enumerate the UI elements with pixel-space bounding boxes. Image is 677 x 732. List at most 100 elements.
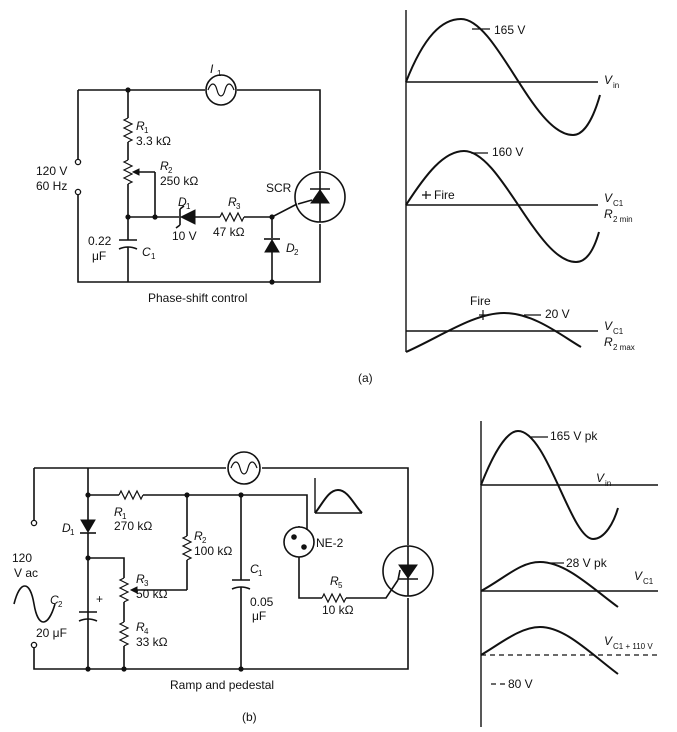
vin-subscript: in	[605, 479, 611, 488]
r2-max-name: R	[604, 335, 613, 349]
ramp-icon-axes	[314, 478, 362, 514]
vc1-min-peak-label: 160 V	[492, 145, 523, 159]
c1-value-top: 0.22	[88, 234, 112, 248]
c2-value: 20 μF	[36, 626, 67, 640]
r1-subscript: 1	[144, 126, 149, 135]
vc1-offset-level: 80 V	[508, 677, 533, 691]
vin-peak-label: 165 V pk	[550, 429, 598, 443]
r1-name: R	[136, 119, 145, 133]
source-terminal-top	[30, 519, 38, 527]
vc1-subscript: C1	[643, 577, 654, 586]
waveforms-b: 165 V pk V in 28 V pk V C1 V C1 + 110 V …	[480, 421, 658, 727]
r1-subscript: 1	[122, 512, 127, 521]
label-b: (b)	[242, 710, 257, 724]
ac-source-icon	[13, 585, 56, 623]
vc1-min-wave	[405, 149, 600, 264]
diode-d1	[80, 519, 96, 534]
scr-label: SCR	[266, 181, 292, 195]
d1-subscript: 1	[186, 202, 191, 211]
circuit-b: 120 V ac D 1 R 1 270 kΩ R 2 100 kΩ C 1 0…	[12, 451, 434, 692]
r5-value: 10 kΩ	[322, 603, 354, 617]
r2-min-subscript: 2 min	[613, 215, 633, 224]
r1-value: 270 kΩ	[114, 519, 152, 533]
potentiometer-r2	[122, 159, 134, 185]
r3-name: R	[136, 572, 145, 586]
neon-lamp-ne2	[283, 526, 315, 558]
r4-value: 33 kΩ	[136, 635, 168, 649]
r3-wiper-arrow	[129, 586, 138, 594]
c1-subscript: 1	[151, 252, 156, 261]
source-unit: V ac	[14, 566, 38, 580]
d2-subscript: 2	[294, 248, 299, 257]
vc1-name: V	[634, 569, 643, 583]
vc1-max-name: V	[604, 319, 613, 333]
vc1-offset-name: V	[604, 634, 613, 648]
vc1-peak-label: 28 V pk	[566, 556, 608, 570]
potentiometer-r3	[118, 577, 130, 603]
r5-name: R	[330, 574, 339, 588]
r3-value: 50 kΩ	[136, 587, 168, 601]
d1-name: D	[178, 195, 187, 209]
vc1-max-fire-label: Fire	[470, 294, 491, 308]
label-a: (a)	[358, 371, 373, 385]
vin-peak-label: 165 V	[494, 23, 525, 37]
vin-wave	[480, 429, 619, 541]
caption-b: Ramp and pedestal	[170, 678, 274, 692]
ne2-label: NE-2	[316, 536, 344, 550]
r2-max-subscript: 2 max	[613, 343, 635, 352]
source-terminal-top	[74, 158, 82, 166]
resistor-r5	[321, 592, 347, 604]
source-voltage: 120 V	[36, 164, 67, 178]
r3-name: R	[228, 195, 237, 209]
r3-subscript: 3	[144, 579, 149, 588]
junction	[125, 87, 131, 93]
vc1-offset-subscript: C1 + 110 V	[613, 642, 653, 651]
vc1-wave	[480, 560, 619, 608]
junction	[121, 666, 127, 672]
scr-symbol	[294, 171, 346, 223]
source-voltage: 120	[12, 551, 32, 565]
c2-plus: +	[96, 592, 103, 606]
d1-name: D	[62, 521, 71, 535]
c2-subscript: 2	[58, 600, 63, 609]
c1-subscript: 1	[258, 569, 263, 578]
lamp-i1	[205, 74, 237, 106]
scr-symbol	[382, 545, 434, 597]
r2-name: R	[160, 159, 169, 173]
r1-name: R	[114, 505, 123, 519]
c1-value-bottom: μF	[92, 249, 106, 263]
d1-value: 10 V	[172, 229, 197, 243]
r2-subscript: 2	[168, 166, 173, 175]
d1-subscript: 1	[70, 528, 75, 537]
vc1-min-subscript: C1	[613, 199, 624, 208]
r2-wiper-arrow	[131, 168, 140, 176]
caption-a: Phase-shift control	[148, 291, 247, 305]
r4-name: R	[136, 620, 145, 634]
c1-value-top: 0.05	[250, 595, 274, 609]
vc1-offset-wave	[480, 625, 619, 675]
r4-subscript: 4	[144, 627, 149, 636]
r3-value: 47 kΩ	[213, 225, 245, 239]
vin-wave	[405, 17, 601, 137]
resistor-r4	[118, 621, 130, 647]
ramp-icon-wave	[314, 488, 363, 514]
r2-name: R	[194, 529, 203, 543]
r3-subscript: 3	[236, 202, 241, 211]
r5-subscript: 5	[338, 581, 343, 590]
c2-name: C	[50, 593, 59, 607]
vc1-max-peak-label: 20 V	[545, 307, 570, 321]
diode-d2	[264, 238, 280, 253]
resistor-r1	[122, 117, 134, 143]
source-frequency: 60 Hz	[36, 179, 67, 193]
d2-name: D	[286, 241, 295, 255]
r2-min-name: R	[604, 207, 613, 221]
capacitor-c2	[78, 611, 98, 622]
lamp-name: I	[210, 62, 214, 76]
r2-value: 250 kΩ	[160, 174, 198, 188]
c1-name: C	[142, 245, 151, 259]
vc1-min-name: V	[604, 191, 613, 205]
capacitor-c1	[231, 495, 251, 669]
junction	[85, 666, 91, 672]
